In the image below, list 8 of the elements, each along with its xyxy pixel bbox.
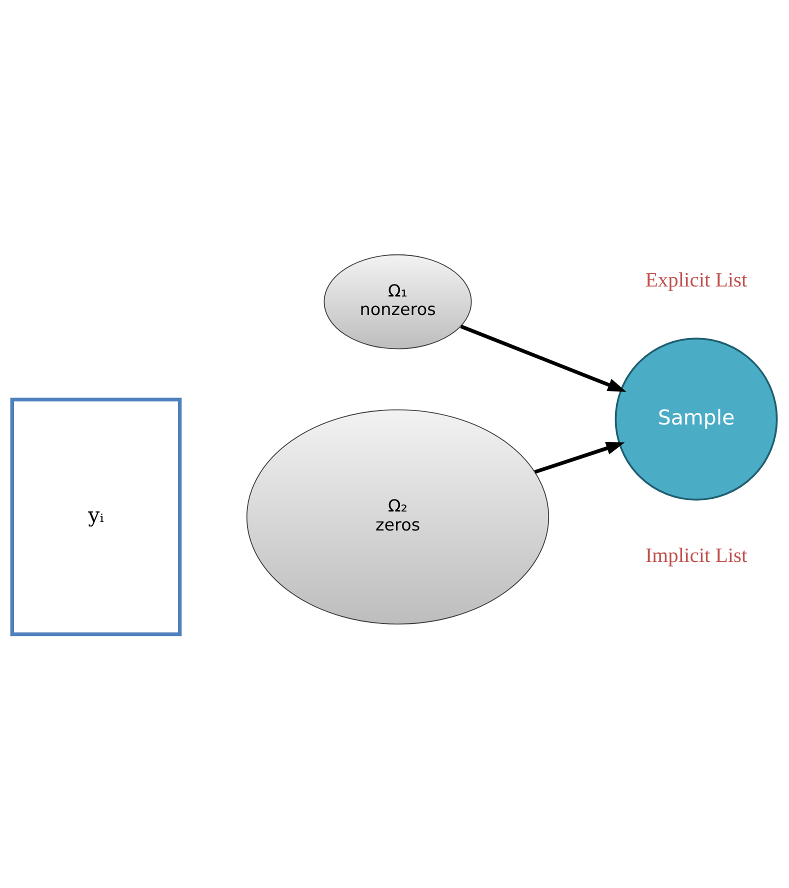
arrow: [460, 324, 626, 392]
label: Explicit List: [645, 268, 748, 291]
node-ellipse: Ω₁ nonzeros: [324, 254, 472, 349]
label: Implicit List: [645, 544, 748, 567]
arrow: [534, 442, 625, 474]
node-box: yᵢ: [10, 397, 182, 636]
node-circle: Sample: [614, 337, 778, 500]
node-ellipse: Ω₂ zeros: [246, 408, 550, 624]
